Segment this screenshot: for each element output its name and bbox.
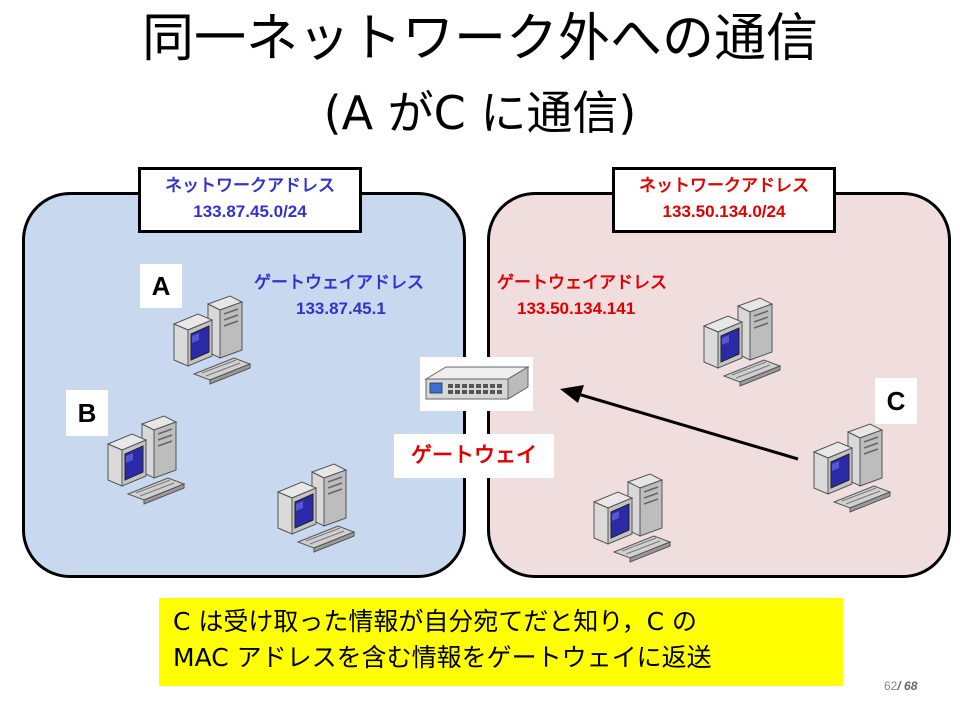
page-total: 68 <box>904 679 918 693</box>
left-gateway-label: ゲートウェイアドレス <box>254 273 424 292</box>
right-gateway-address: 133.50.134.141 <box>517 299 636 318</box>
page-number: 62/ 68 <box>884 679 918 693</box>
right-network-address-label: ネットワークアドレス <box>639 176 809 195</box>
slide-subtitle: (A がC に通信) <box>323 86 637 140</box>
right-gateway-label: ゲートウェイアドレス <box>497 273 667 292</box>
left-network-address-label: ネットワークアドレス <box>165 176 335 195</box>
gateway-label: ゲートウェイ <box>394 434 554 478</box>
computer-icon <box>703 297 781 387</box>
computer-icon <box>277 463 355 553</box>
page-current: 62 <box>884 679 898 693</box>
left-network-region <box>22 192 466 578</box>
left-gateway-address: 133.87.45.1 <box>296 299 386 318</box>
right-network-address-box: ネットワークアドレス 133.50.134.0/24 <box>612 167 836 233</box>
explanation-note: C は受け取った情報が自分宛てだと知り，C の MAC アドレスを含む情報をゲー… <box>159 598 843 686</box>
slide-title: 同一ネットワーク外への通信 <box>141 9 818 69</box>
right-gateway-address-text: ゲートウェイアドレス 133.50.134.141 <box>497 270 717 322</box>
note-line-1: C は受け取った情報が自分宛てだと知り，C の <box>173 607 698 636</box>
left-network-address: 133.87.45.0/24 <box>193 202 307 221</box>
computer-icon-c <box>813 423 891 513</box>
computer-icon-b <box>107 415 185 505</box>
left-network-address-box: ネットワークアドレス 133.87.45.0/24 <box>138 167 362 233</box>
node-label-a: A <box>140 264 182 308</box>
node-label-c: C <box>875 378 917 424</box>
left-gateway-address-text: ゲートウェイアドレス 133.87.45.1 <box>254 270 464 322</box>
computer-icon <box>593 473 671 563</box>
gateway-switch-icon <box>420 357 533 411</box>
right-network-address: 133.50.134.0/24 <box>662 202 786 221</box>
node-label-b: B <box>66 390 108 436</box>
note-line-2: MAC アドレスを含む情報をゲートウェイに返送 <box>173 643 712 672</box>
